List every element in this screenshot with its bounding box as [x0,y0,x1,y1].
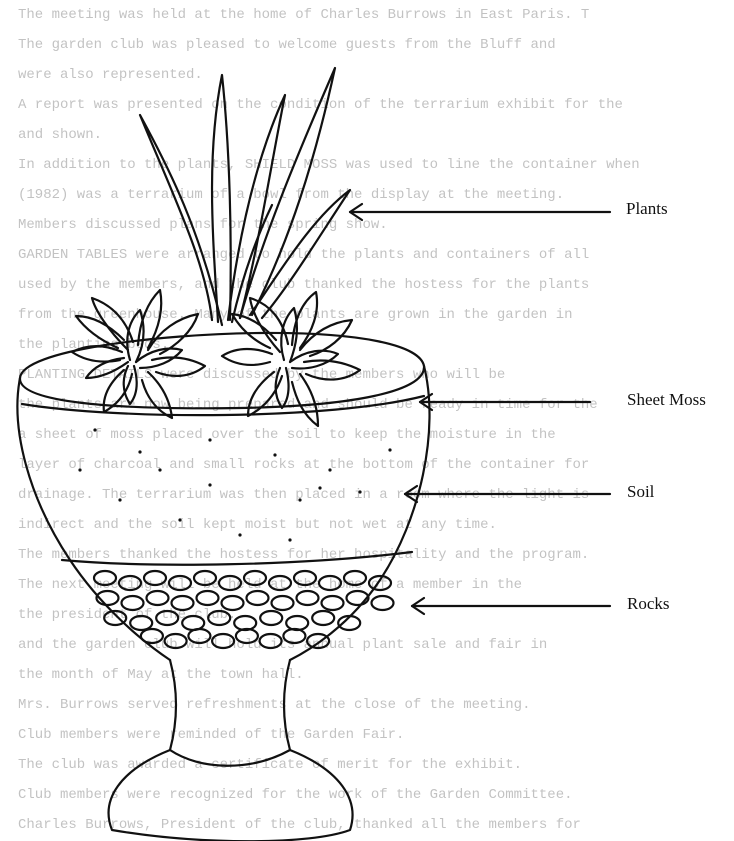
rock [247,591,269,605]
rock [260,611,282,625]
rock [269,576,291,590]
rock [119,576,141,590]
rock [208,611,230,625]
rock [156,611,178,625]
label-rocks: Rocks [627,594,670,614]
rock [222,596,244,610]
rock [347,591,369,605]
rock [244,571,266,585]
rock [172,596,194,610]
rock [130,616,152,630]
leaf-mid-right [240,68,335,318]
leaf-right [250,190,350,318]
base [109,750,353,841]
label-plants: Plants [626,199,668,219]
rock [283,629,305,643]
rock [272,596,294,610]
rock [297,591,319,605]
rock [312,611,334,625]
rock [147,591,169,605]
base-inner-curve [170,750,290,766]
rock [260,634,282,648]
arrows [350,204,610,614]
succulent-left [72,290,205,418]
label-soil: Soil [627,482,654,502]
rock [182,616,204,630]
rock [197,591,219,605]
rock [212,634,234,648]
rock [122,596,144,610]
rock [194,571,216,585]
rock [286,616,308,630]
rock [94,571,116,585]
bowl-right-side [290,366,430,660]
stem-left [170,660,176,750]
rock [188,629,210,643]
rock [234,616,256,630]
rock [307,634,329,648]
leaf-far-left [140,115,222,325]
rock [344,571,366,585]
rock [236,629,258,643]
rock [322,596,344,610]
rock [319,576,341,590]
tall-plant [140,68,350,325]
rock [141,629,163,643]
bowl-rim [20,333,424,408]
stem-right [284,660,290,750]
rock [104,611,126,625]
soil-rock-boundary [62,552,412,565]
rock [144,571,166,585]
rock [165,634,187,648]
rock [169,576,191,590]
rock [219,576,241,590]
rock [372,596,394,610]
label-sheet-moss: Sheet Moss [627,390,706,410]
soil-dots [78,428,391,541]
rock [294,571,316,585]
leaf-left [212,75,231,322]
